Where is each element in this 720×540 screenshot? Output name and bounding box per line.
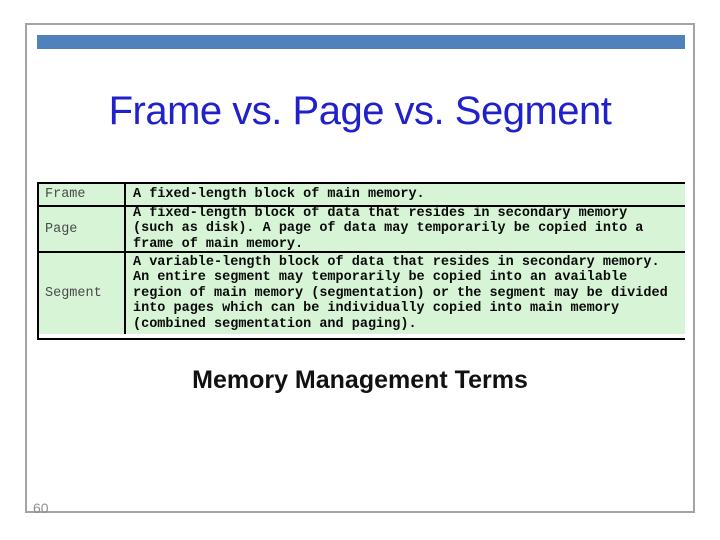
definition-text: A fixed-length block of main memory. [133,186,425,202]
accent-bar [37,35,685,49]
slide-frame: Frame vs. Page vs. Segment Frame A fixed… [25,23,695,513]
memory-terms-table: Frame A fixed-length block of main memor… [37,182,685,340]
term-cell-frame: Frame [39,184,126,207]
slide-title: Frame vs. Page vs. Segment [108,89,612,133]
page-number: 60 [33,500,49,516]
slide-caption: Memory Management Terms [192,366,528,394]
definition-cell-frame: A fixed-length block of main memory. [126,184,685,207]
definition-text: A fixed-length block of data that reside… [133,207,644,252]
definition-text: A variable-length block of data that res… [133,254,668,332]
definition-cell-segment: A variable-length block of data that res… [126,253,685,334]
term-cell-segment: Segment [39,253,126,334]
term-cell-page: Page [39,207,126,253]
definition-cell-page: A fixed-length block of data that reside… [126,207,685,253]
